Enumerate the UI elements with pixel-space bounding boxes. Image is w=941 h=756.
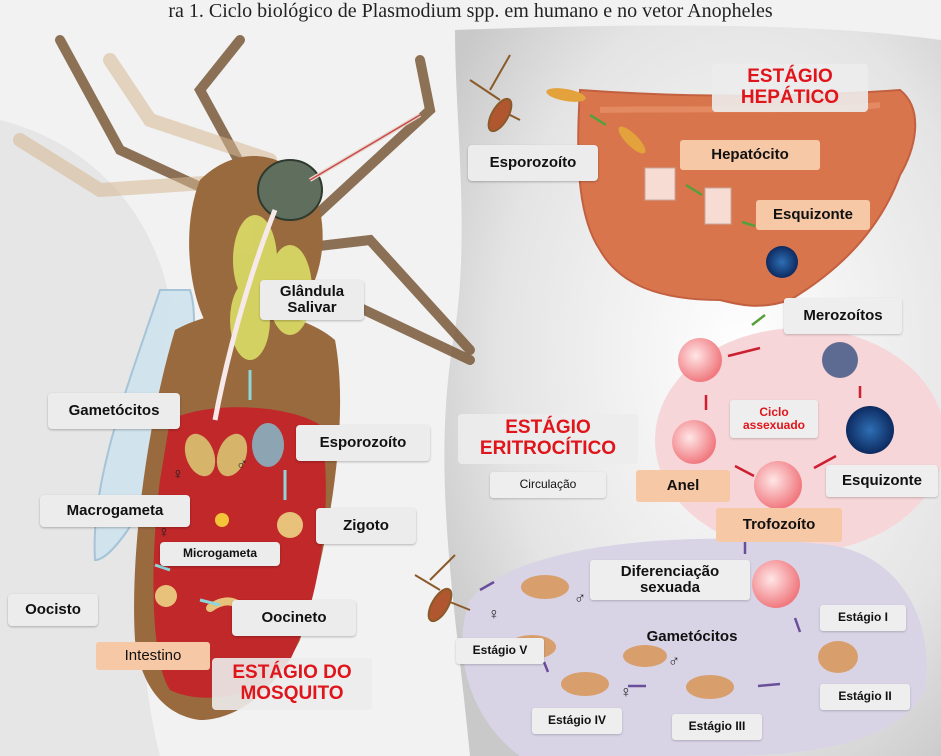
label-macrogameta: Macrogameta — [40, 495, 190, 527]
label-merozoitos: Merozoítos — [784, 298, 902, 334]
female-symbol-estagio-v: ♀ — [488, 606, 500, 624]
label-esporozoito-mid: Esporozoíto — [296, 425, 430, 461]
label-oocineto: Oocineto — [232, 600, 356, 636]
female-symbol-gametocyte: ♀ — [172, 466, 184, 484]
label-diferenciacao: Diferenciação sexuada — [590, 560, 750, 600]
label-gametocitos-right: Gametócitos — [630, 624, 754, 650]
label-estagio-iii: Estágio III — [672, 714, 762, 740]
stage-title-mosquito: ESTÁGIO DO MOSQUITO — [212, 658, 372, 710]
label-esquizonte-liver: Esquizonte — [756, 200, 870, 230]
label-oocisto: Oocisto — [8, 594, 98, 626]
label-hepatocito: Hepatócito — [680, 140, 820, 170]
label-estagio-i: Estágio I — [820, 605, 906, 631]
label-ciclo-assexuado: Ciclo assexuado — [730, 400, 818, 438]
label-esquizonte-rbc: Esquizonte — [826, 465, 938, 497]
label-estagio-ii: Estágio II — [820, 684, 910, 710]
label-trofozoito: Trofozoíto — [716, 508, 842, 542]
female-symbol-macrogameta: ♀ — [158, 524, 170, 542]
label-esporozoito-top: Esporozoíto — [468, 145, 598, 181]
male-symbol-estagio-v: ♂ — [574, 590, 586, 608]
label-estagio-v: Estágio V — [456, 638, 544, 664]
stage-title-hepatic: ESTÁGIO HEPÁTICO — [712, 64, 868, 112]
stage-title-erythrocytic: ESTÁGIO ERITROCÍTICO — [458, 414, 638, 464]
mosquito-head — [258, 160, 322, 220]
male-symbol-gametocitos: ♂ — [668, 653, 680, 671]
label-gametocitos-left: Gametócitos — [48, 393, 180, 429]
label-intestino: Intestino — [96, 642, 210, 670]
label-estagio-iv: Estágio IV — [532, 708, 622, 734]
label-glandula-salivar: Glândula Salivar — [260, 280, 364, 320]
male-symbol-gametocyte: ♂ — [236, 456, 248, 474]
label-circulacao: Circulação — [490, 472, 606, 498]
label-zigoto: Zigoto — [316, 508, 416, 544]
label-microgameta: Microgameta — [160, 542, 280, 566]
female-symbol-estagio-iv: ♀ — [620, 684, 632, 702]
label-anel: Anel — [636, 470, 730, 502]
